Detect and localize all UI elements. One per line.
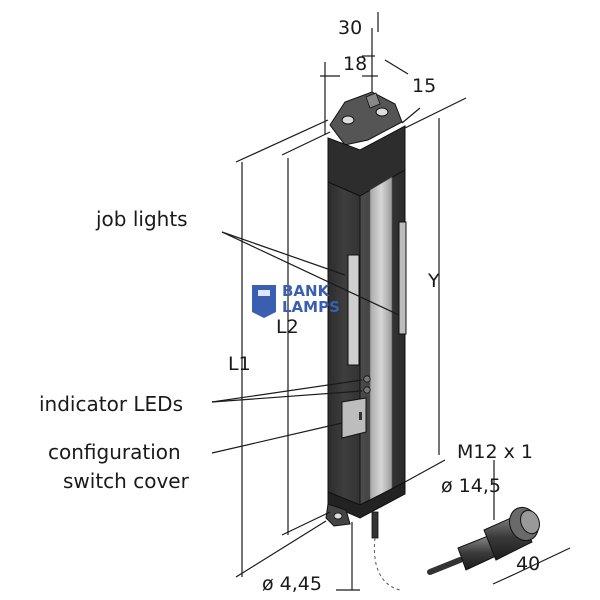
bottom-mount-hole [333,512,343,520]
bracket-hole-left [341,115,355,125]
label-leaders [211,231,400,454]
label-job-lights: job lights [95,207,188,231]
dim-30: 30 [338,17,362,39]
lighthouse-icon [252,285,276,318]
dimension-lines [235,12,571,591]
job-light-side [398,221,407,335]
dim-hole-diameter: ø 4,45 [262,573,322,595]
label-switch-cover: switch cover [63,469,190,493]
label-configuration: configuration [48,440,181,464]
dim-40: 40 [516,553,540,575]
dim-y: Y [427,270,440,292]
cable-exit [371,511,379,539]
dim-15: 15 [412,75,436,97]
lighthouse-window [258,290,270,296]
job-light-front [347,254,360,366]
indicator-led-1 [363,375,371,383]
cable-tail [427,557,463,575]
m12-connector-cable [373,506,540,591]
bracket-hole-right [375,107,389,117]
bracket-tab [365,92,381,109]
indicator-led-2 [363,386,371,394]
dim-l2: L2 [276,316,299,338]
side-stripe [369,176,393,501]
sensor-body [325,91,407,539]
label-indicator-leds: indicator LEDs [39,392,183,416]
connector-face [520,509,540,535]
switch-cover-slot [359,412,362,420]
cable-path-dashed [373,537,401,591]
dim-connector-diameter: ø 14,5 [441,475,501,497]
watermark-line2: LAMPS [282,298,340,316]
dim-l1: L1 [228,353,251,375]
top-mounting-bracket [329,91,403,146]
watermark-line1: BANK [282,282,331,300]
dim-18: 18 [343,53,367,75]
dim-thread: M12 x 1 [457,441,533,463]
watermark-logo: BANK LAMPS [252,282,340,318]
configuration-switch-cover [341,397,367,439]
